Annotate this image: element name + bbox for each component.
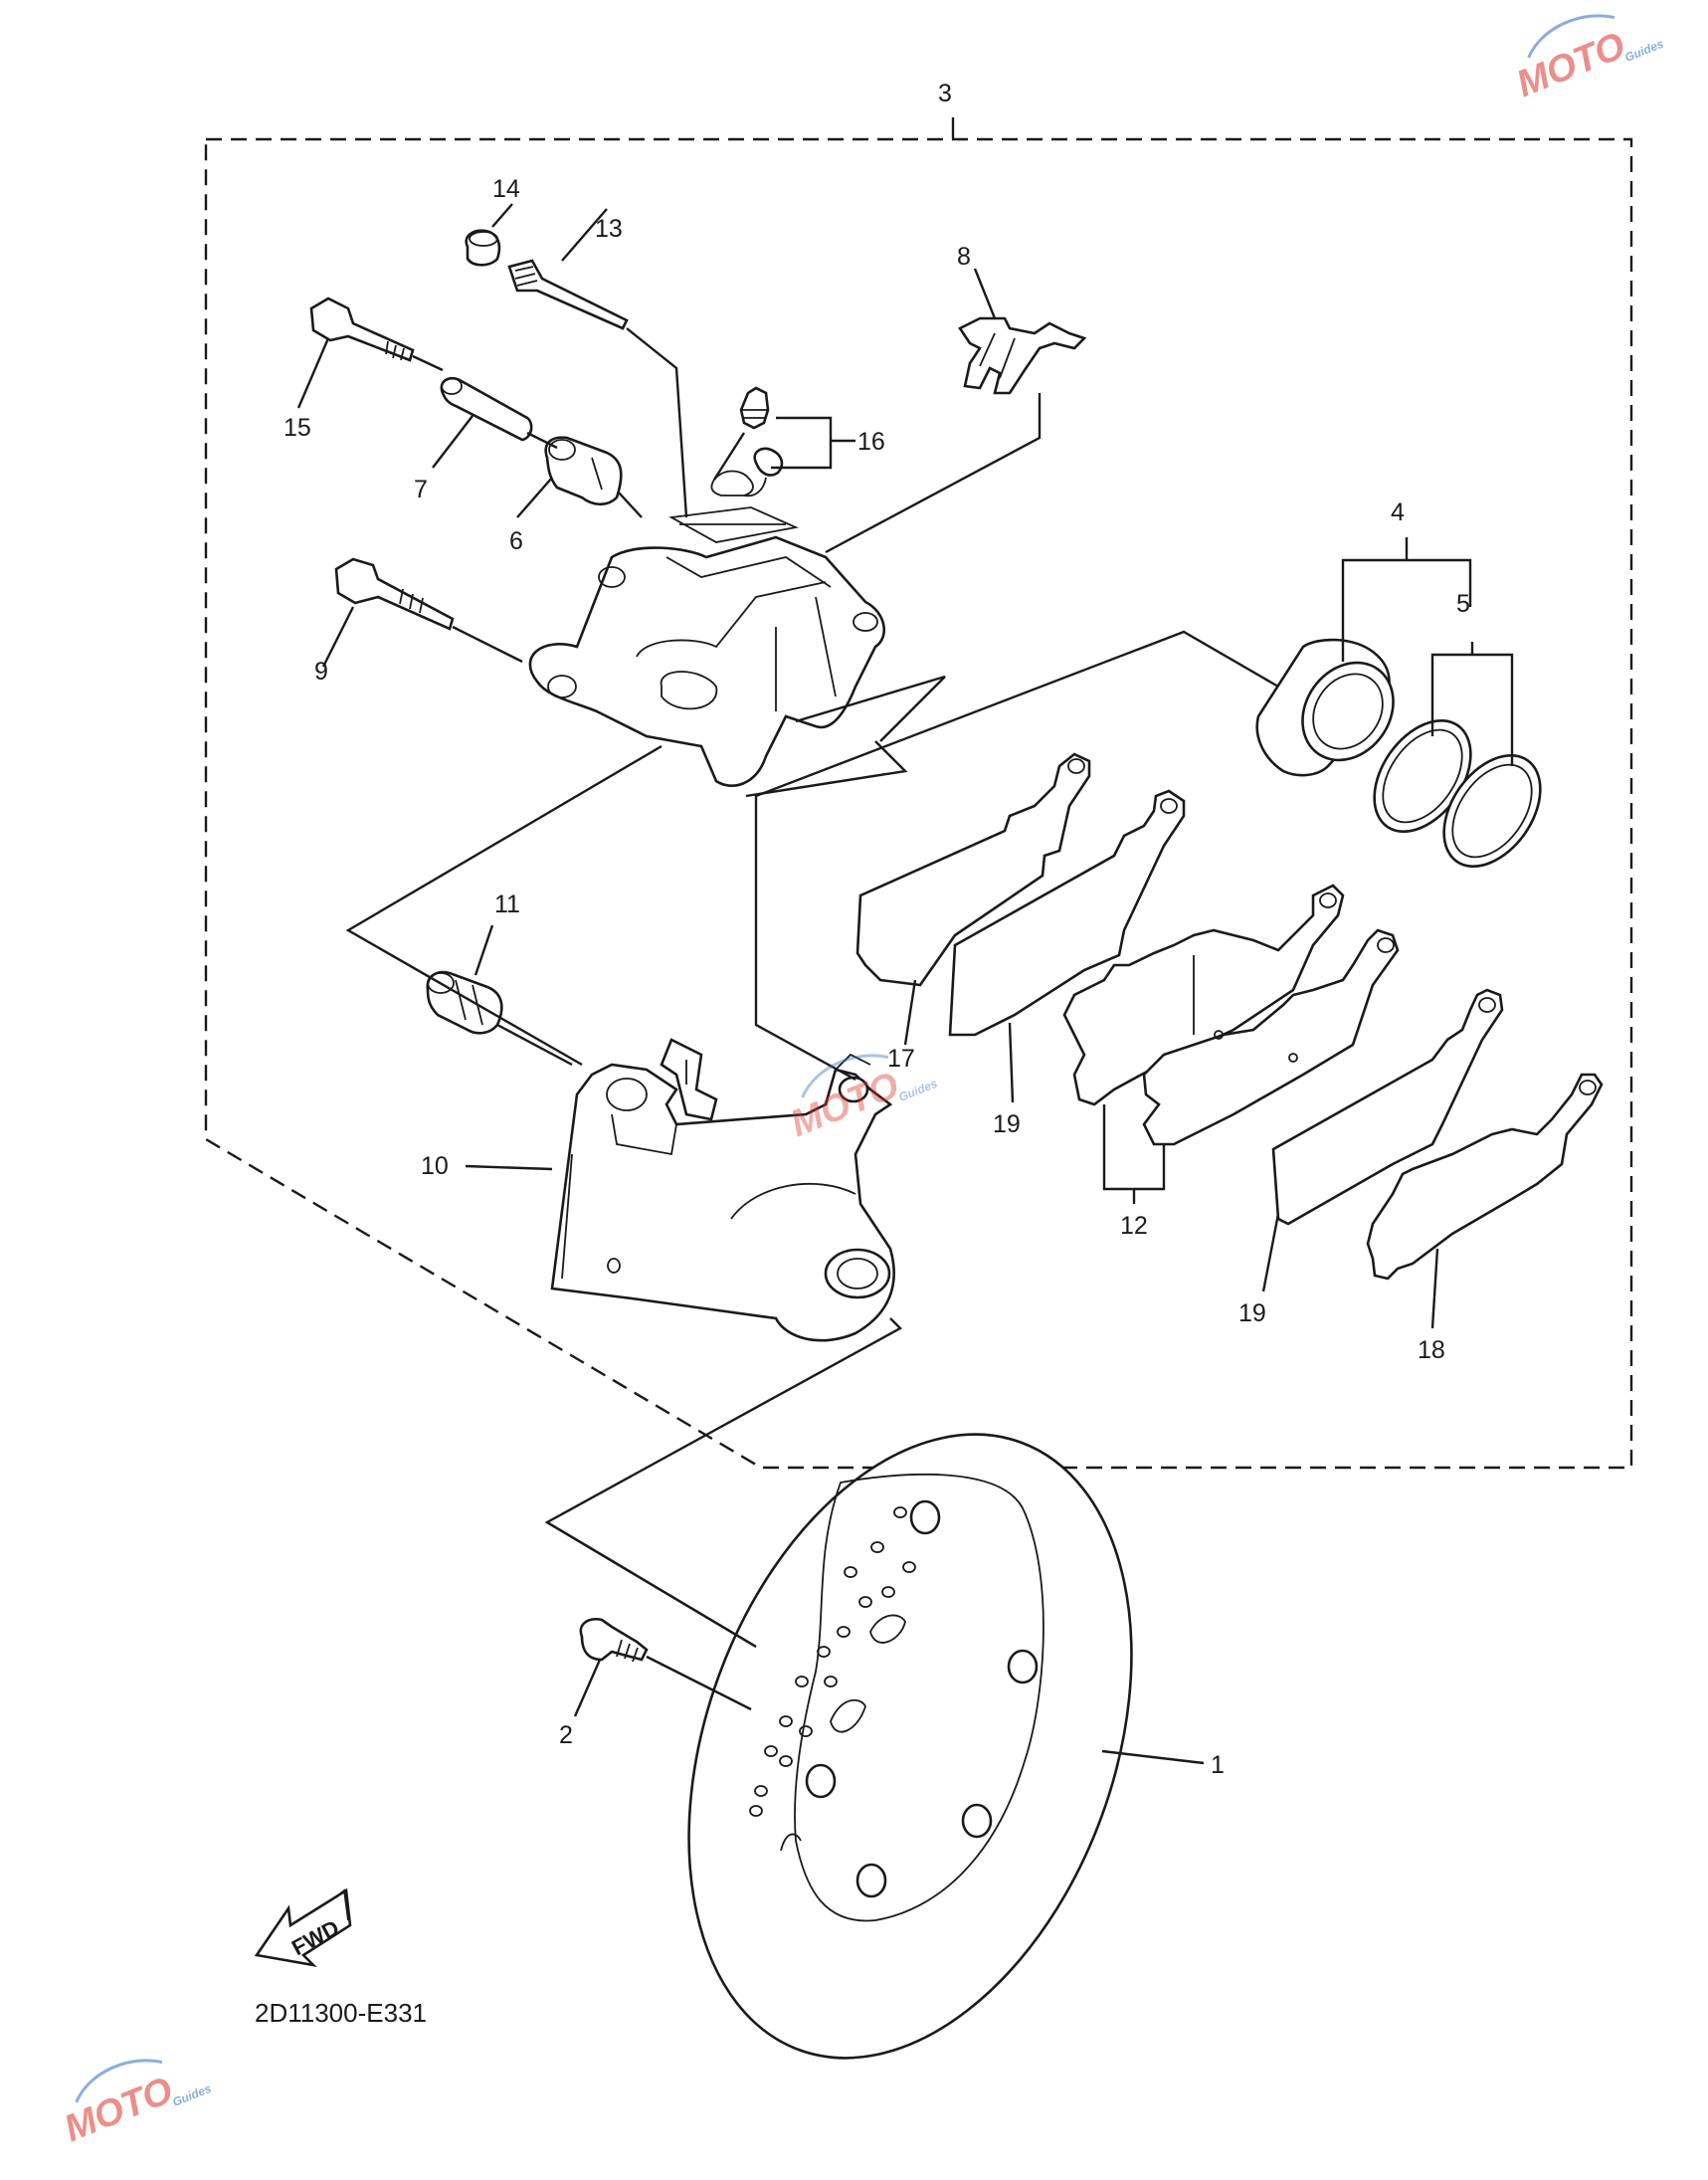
part-14-cap	[465, 229, 501, 267]
part-15-bolt	[309, 297, 415, 362]
callout-9: 9	[314, 658, 328, 686]
callout-12: 12	[1120, 1212, 1148, 1240]
svg-text:Guides: Guides	[170, 2081, 213, 2109]
callout-labels: 1 2 3 4 5 6 7 8 9 10 11 12 13 14 15 16 1…	[284, 80, 1470, 1779]
part-16-bleed-screw	[710, 386, 784, 497]
caliper-body	[528, 506, 885, 787]
svg-text:Guides: Guides	[896, 1077, 939, 1104]
part-17-shim	[855, 752, 1091, 987]
part-1-brake-disc	[687, 1433, 1133, 2060]
callout-13: 13	[595, 215, 623, 243]
callout-8: 8	[957, 243, 971, 271]
callout-6: 6	[509, 527, 523, 555]
svg-text:MOTO: MOTO	[1511, 25, 1631, 105]
callout-19-upper: 19	[993, 1110, 1021, 1138]
callout-14: 14	[492, 175, 520, 203]
diagram-code: 2D11300-E331	[255, 1998, 427, 2028]
callout-1: 1	[1211, 1751, 1225, 1779]
part-6-boot	[544, 436, 623, 506]
svg-text:MOTO: MOTO	[59, 2070, 179, 2150]
callout-3: 3	[938, 80, 952, 107]
part-19-pad-upper	[948, 789, 1186, 1037]
part-18-shim	[1366, 1073, 1604, 1281]
part-9-bolt	[334, 557, 455, 631]
leader-lines	[296, 117, 1514, 1765]
part-5-seal-b	[1442, 753, 1542, 869]
callout-4: 4	[1391, 498, 1405, 526]
part-4-piston	[1255, 638, 1395, 777]
part-5-seal-a	[1373, 718, 1472, 834]
caliper-bracket	[550, 1038, 895, 1342]
callout-17: 17	[887, 1045, 915, 1073]
part-19-pad-lower	[1271, 988, 1504, 1226]
callout-10: 10	[421, 1152, 449, 1180]
caliper-assembly-boundary	[204, 137, 1633, 1470]
part-2-disc-bolt	[579, 1618, 649, 1663]
watermark-logo-bottom-left: MOTO Guides	[59, 2059, 214, 2150]
callout-2: 2	[559, 1721, 573, 1749]
watermark-logo-top-right: MOTO Guides	[1511, 14, 1666, 105]
part-13-pin	[507, 259, 629, 330]
callout-11: 11	[494, 891, 520, 918]
callout-16: 16	[857, 428, 885, 456]
callout-15: 15	[284, 414, 311, 442]
callout-5: 5	[1456, 590, 1470, 618]
svg-text:Guides: Guides	[1622, 37, 1665, 65]
fwd-arrow-icon: FWD	[254, 1887, 352, 1967]
part-8-pad-spring	[958, 316, 1087, 395]
part-7-sleeve	[440, 376, 533, 442]
callout-18: 18	[1418, 1336, 1445, 1364]
callout-19-lower: 19	[1238, 1299, 1266, 1327]
callout-7: 7	[414, 476, 428, 503]
part-12-pad-set	[1062, 884, 1400, 1146]
